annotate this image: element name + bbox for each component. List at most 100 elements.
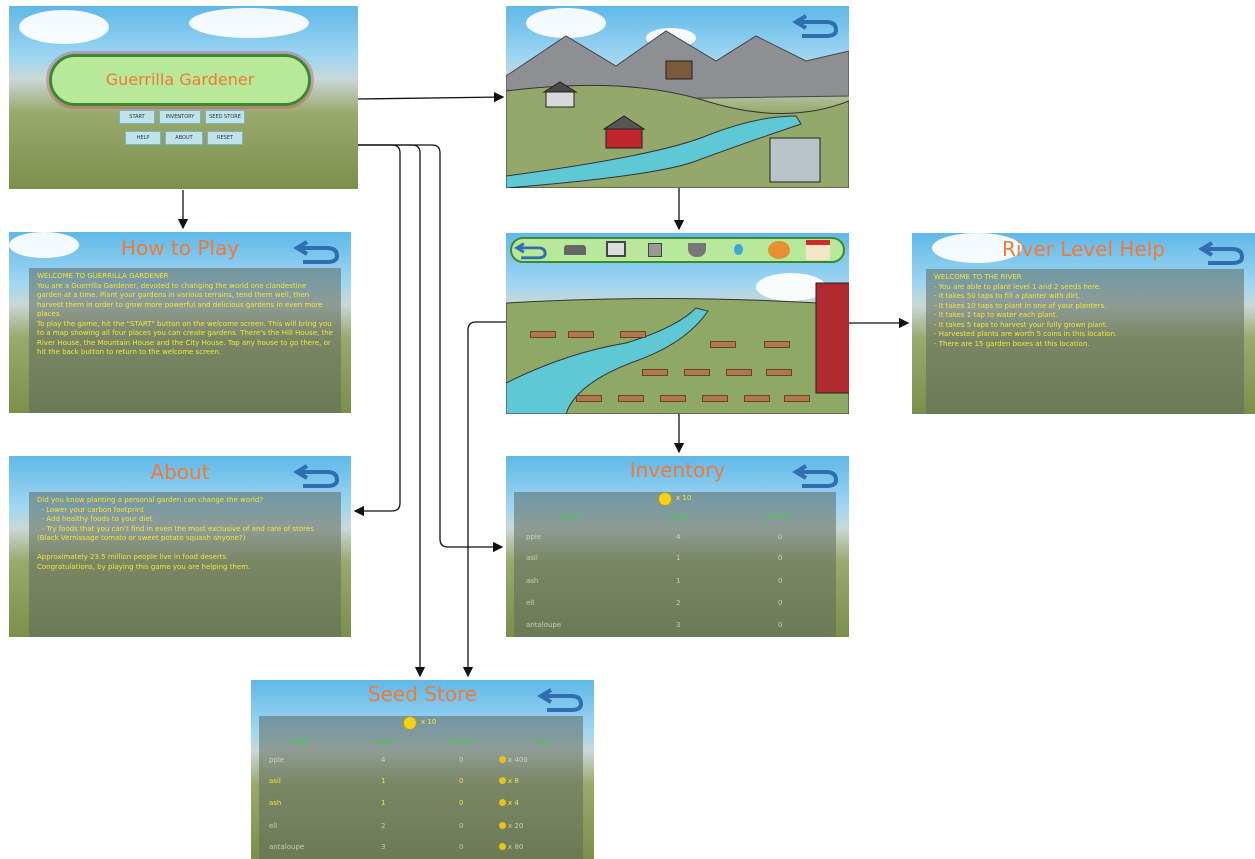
seed-store-button[interactable]: SEED STORE	[205, 110, 245, 124]
planter-box[interactable]	[618, 395, 644, 402]
seed-packet-icon[interactable]	[606, 241, 626, 257]
column-header: In Stock	[447, 738, 476, 746]
seed-level: 4	[676, 533, 681, 541]
coins-icon[interactable]	[768, 241, 790, 259]
planter-box[interactable]	[764, 341, 790, 348]
back-arrow-icon[interactable]	[514, 239, 548, 261]
seed-stock: 0	[778, 577, 783, 585]
planter-box[interactable]	[744, 395, 770, 402]
seed-stock: 0	[778, 621, 783, 629]
column-header: Seed	[291, 738, 309, 746]
arrow-menu-to-inventory	[358, 144, 504, 553]
game-title: Guerrilla Gardener	[105, 70, 255, 89]
toolbar	[510, 237, 845, 263]
start-button[interactable]: START	[119, 110, 155, 124]
planter-box[interactable]	[702, 395, 728, 402]
water-drop-icon[interactable]	[734, 244, 743, 255]
coin-count: x 10	[421, 718, 437, 726]
seed-name[interactable]: ash	[269, 799, 282, 807]
seed-name: ell	[526, 599, 535, 607]
basket-icon[interactable]	[688, 243, 706, 257]
seed-stock: 0	[459, 756, 464, 764]
planter-box[interactable]	[710, 341, 736, 348]
screen-title: River Level Help	[1002, 237, 1165, 261]
seed-stock: 0	[459, 799, 464, 807]
help-button[interactable]: HELP	[125, 131, 161, 145]
help-text: WELCOME TO GUERRILLA GARDENER You are a …	[37, 272, 333, 356]
back-arrow-icon[interactable]	[537, 684, 585, 714]
shovel-icon[interactable]	[564, 245, 586, 255]
coin-icon	[499, 756, 506, 763]
coin-icon	[499, 777, 506, 784]
back-arrow-icon[interactable]	[792, 10, 840, 40]
cost-value: x 4	[508, 799, 519, 807]
store-icon[interactable]	[806, 240, 830, 260]
inventory-panel	[514, 492, 836, 637]
seed-cost: x 20	[499, 822, 523, 830]
river-help-text: WELCOME TO THE RIVER - You are able to p…	[934, 273, 1118, 348]
arrow-river-to-seedstore	[462, 321, 506, 678]
cost-value: x 8	[508, 777, 519, 785]
seed-cost: x 4	[499, 799, 519, 807]
seed-name: asil	[526, 554, 538, 562]
seed-name[interactable]: pple	[269, 756, 285, 764]
seed-name[interactable]: asil	[269, 777, 281, 785]
planter-box[interactable]	[530, 331, 556, 338]
title-banner: Guerrilla Gardener	[49, 54, 311, 106]
watering-can-icon[interactable]	[648, 243, 662, 257]
column-header: Seed	[562, 513, 580, 521]
seed-name: ash	[526, 577, 539, 585]
coin-icon	[658, 492, 672, 506]
back-arrow-icon[interactable]	[293, 460, 341, 490]
coin-icon	[403, 716, 417, 730]
help-text-panel: WELCOME TO GUERRILLA GARDENER You are a …	[29, 268, 341, 413]
about-screen: About Did you know planting a personal g…	[9, 456, 351, 637]
river-landscape	[506, 282, 849, 414]
seed-name[interactable]: ell	[269, 822, 278, 830]
cost-value: x 20	[508, 822, 524, 830]
seed-level: 3	[676, 621, 681, 629]
river-help-screen: River Level Help WELCOME TO THE RIVER - …	[912, 233, 1255, 414]
planter-box[interactable]	[684, 369, 710, 376]
screen-title: How to Play	[120, 236, 240, 260]
planter-box[interactable]	[576, 395, 602, 402]
reset-button[interactable]: RESET	[207, 131, 243, 145]
planter-box[interactable]	[784, 395, 810, 402]
seed-level: 2	[676, 599, 681, 607]
inventory-screen: Inventory x 10 Seed Level In Stock pple …	[506, 456, 849, 637]
seed-store-panel	[259, 716, 583, 859]
seed-name[interactable]: antaloupe	[269, 843, 305, 851]
cloud	[932, 233, 1022, 263]
screen-title: About	[150, 460, 210, 484]
screen-title: Seed Store	[367, 682, 478, 706]
coin-icon	[499, 822, 506, 829]
planter-box[interactable]	[660, 395, 686, 402]
map-landscape	[506, 30, 849, 188]
cloud	[19, 10, 109, 44]
seed-stock: 0	[778, 599, 783, 607]
coin-icon	[499, 799, 506, 806]
back-arrow-icon[interactable]	[293, 236, 341, 266]
seed-level: 2	[381, 822, 386, 830]
inventory-button[interactable]: INVENTORY	[159, 110, 201, 124]
planter-box[interactable]	[642, 369, 668, 376]
cloud	[189, 8, 309, 38]
cloud	[756, 273, 826, 301]
cost-value: x 400	[508, 756, 528, 764]
seed-stock: 0	[778, 533, 783, 541]
planter-box[interactable]	[766, 369, 792, 376]
planter-box[interactable]	[568, 331, 594, 338]
back-arrow-icon[interactable]	[1198, 237, 1246, 267]
seed-level: 1	[381, 799, 386, 807]
planter-box[interactable]	[726, 369, 752, 376]
back-arrow-icon[interactable]	[792, 460, 840, 490]
seed-level: 1	[676, 577, 681, 585]
cloud	[9, 232, 79, 258]
seed-stock: 0	[459, 777, 464, 785]
coin-count: x 10	[676, 494, 692, 502]
about-button[interactable]: ABOUT	[165, 131, 203, 145]
column-header: Level	[670, 513, 689, 521]
planter-box[interactable]	[620, 331, 646, 338]
river-level-screen	[506, 233, 849, 414]
seed-stock: 0	[778, 554, 783, 562]
